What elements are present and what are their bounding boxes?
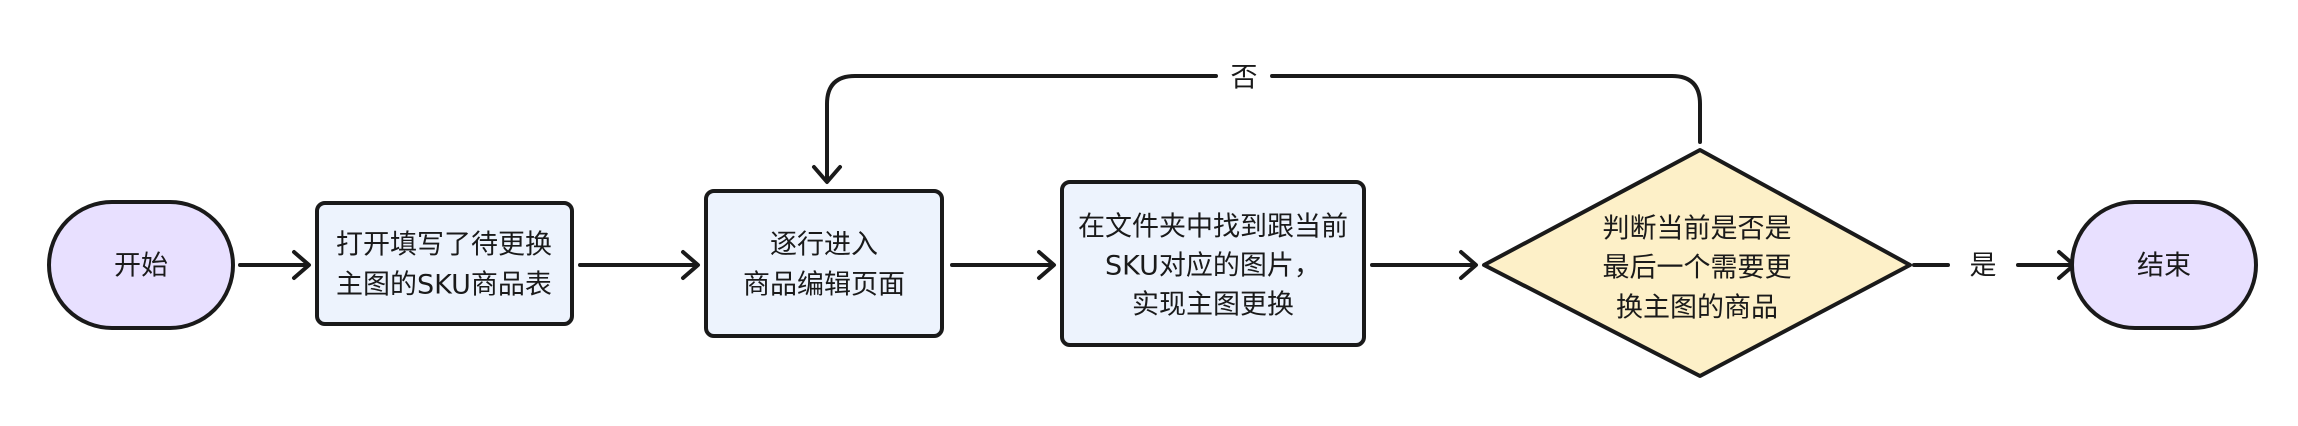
- find-image-label-line-1: 在文件夹中找到跟当前: [1078, 212, 1348, 243]
- find-image-label-line-2: SKU对应的图片，: [1105, 251, 1321, 282]
- decision-diamond-shape: [1482, 148, 1912, 378]
- node-enter-page: 逐行进入 商品编辑页面: [704, 189, 944, 338]
- decision-label-line-2: 最后一个需要更: [1603, 253, 1792, 284]
- edge-decision-loop-back-b: [825, 74, 1218, 182]
- edge-label-no: 否: [1231, 63, 1258, 94]
- node-end: 结束: [2070, 200, 2258, 330]
- decision-label-line-3: 换主图的商品: [1616, 293, 1778, 324]
- arrowhead-enter-page: [681, 250, 700, 280]
- node-start: 开始: [47, 200, 235, 330]
- decision-label-line-1: 判断当前是否是: [1603, 214, 1792, 245]
- start-terminal-shape: [47, 200, 235, 330]
- enter-page-label-line-2: 商品编辑页面: [743, 270, 905, 301]
- node-find-image: 在文件夹中找到跟当前 SKU对应的图片， 实现主图更换: [1060, 180, 1366, 347]
- end-terminal-shape: [2070, 200, 2258, 330]
- node-open-table: 打开填写了待更换 主图的SKU商品表: [315, 201, 574, 326]
- arrowhead-find-image: [1037, 250, 1056, 280]
- enter-page-label-line-1: 逐行进入: [770, 230, 878, 261]
- arrowhead-open-table: [292, 250, 311, 280]
- edge-label-yes: 是: [1970, 251, 1997, 282]
- edge-decision-loop-back-a: [1270, 74, 1702, 144]
- find-image-label-line-3: 实现主图更换: [1132, 290, 1294, 321]
- enter-page-process-shape: [704, 189, 944, 338]
- start-label: 开始: [114, 251, 168, 282]
- open-table-label-line-1: 打开填写了待更换: [336, 230, 552, 261]
- arrowhead-loop-back: [812, 165, 842, 184]
- open-table-process-shape: [315, 201, 574, 326]
- arrowhead-decision: [1459, 250, 1478, 280]
- open-table-label-line-2: 主图的SKU商品表: [336, 270, 552, 301]
- end-label: 结束: [2137, 251, 2191, 282]
- find-image-process-shape: [1060, 180, 1366, 347]
- node-decision: 判断当前是否是 最后一个需要更 换主图的商品: [1482, 148, 1912, 378]
